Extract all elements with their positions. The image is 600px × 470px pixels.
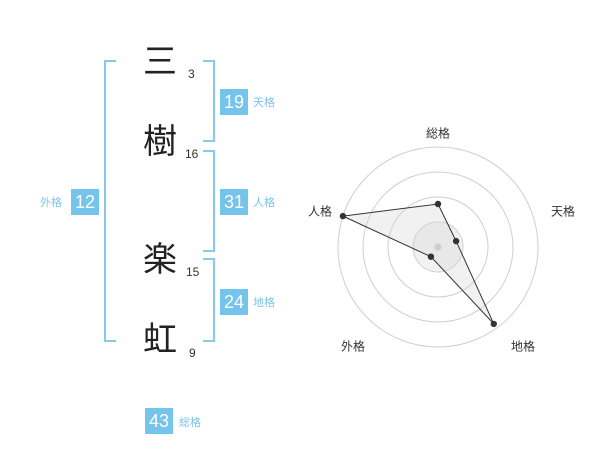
radar-ring-2 bbox=[387, 196, 489, 298]
radar-axis-label-5: 人格 bbox=[308, 204, 332, 219]
tenkaku-label: 天格 bbox=[253, 96, 275, 109]
chikaku-score: 24 bbox=[220, 289, 248, 315]
radar-axis-label-1: 総格 bbox=[426, 126, 450, 141]
radar-point-1 bbox=[434, 200, 442, 208]
gaikaku-score: 12 bbox=[71, 189, 99, 215]
jinkaku-score: 31 bbox=[220, 189, 248, 215]
radar-polygon bbox=[341, 203, 495, 325]
gaikaku-label: 外格 bbox=[40, 196, 62, 209]
name-char-1: 三 bbox=[143, 42, 177, 82]
radar-point-3 bbox=[490, 320, 497, 328]
chikaku-bracket bbox=[203, 258, 215, 342]
chikaku-label: 地格 bbox=[253, 296, 275, 309]
radar-ring-4 bbox=[337, 146, 539, 348]
stroke-count-1: 3 bbox=[188, 67, 195, 81]
radar-ring-3 bbox=[362, 171, 514, 323]
radar-point-5 bbox=[339, 212, 347, 220]
soukaku-score: 43 bbox=[145, 408, 173, 434]
tenkaku-bracket bbox=[203, 60, 215, 142]
stroke-count-2: 16 bbox=[185, 147, 199, 161]
soukaku-label: 総格 bbox=[179, 416, 201, 429]
name-char-4: 虹 bbox=[143, 320, 177, 360]
stroke-count-3: 15 bbox=[186, 265, 200, 279]
gaikaku-bracket bbox=[104, 60, 116, 342]
tenkaku-score: 19 bbox=[220, 89, 248, 115]
radar-point-2 bbox=[452, 237, 460, 245]
stroke-count-4: 9 bbox=[189, 346, 196, 360]
jinkaku-label: 人格 bbox=[253, 196, 275, 209]
radar-axis-label-4: 外格 bbox=[341, 339, 365, 354]
jinkaku-bracket bbox=[203, 150, 215, 252]
radar-axis-label-2: 天格 bbox=[551, 204, 575, 219]
name-char-3: 楽 bbox=[143, 240, 177, 280]
radar-point-4 bbox=[427, 253, 435, 260]
name-char-2: 樹 bbox=[143, 122, 177, 162]
radar-center-dot bbox=[434, 243, 442, 251]
radar-axis-label-3: 地格 bbox=[511, 339, 535, 354]
